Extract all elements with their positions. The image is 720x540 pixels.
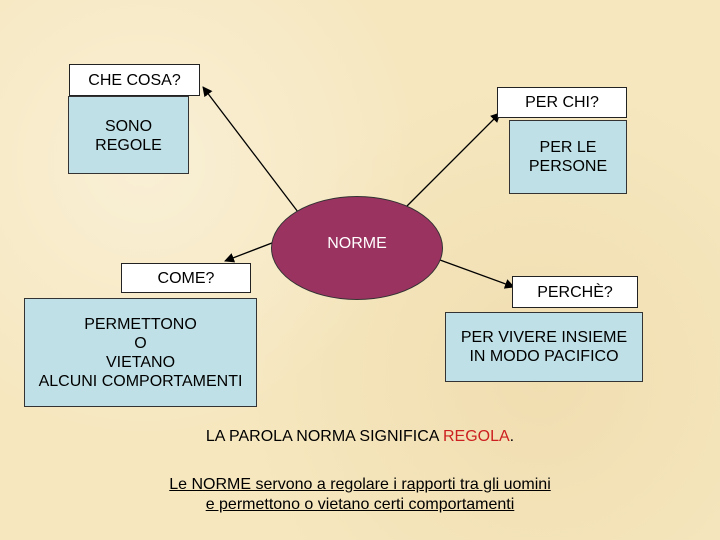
center-ellipse-norme: NORME [271, 196, 443, 300]
statement-prefix: LA PAROLA NORMA SIGNIFICA [205, 428, 443, 445]
who-question-text: PER CHI? [525, 94, 599, 111]
why-answer-line-1: PER VIVERE INSIEME [460, 329, 628, 346]
statement-suffix: . [509, 428, 515, 445]
why-question-text: PERCHÈ? [537, 283, 613, 301]
who-answer-line-2: PERSONE [528, 158, 608, 175]
footnote-line-2: e permettono o vietano certi comportamen… [205, 496, 515, 513]
who-question-box: PER CHI? [497, 87, 627, 118]
how-question-box: COME? [121, 263, 251, 293]
why-answer-line-2: IN MODO PACIFICO [469, 348, 619, 365]
why-answer-box: PER VIVERE INSIEME IN MODO PACIFICO [445, 312, 643, 382]
arrow-to-why [439, 259, 515, 289]
arrow-to-who [404, 112, 501, 209]
how-answer-box: PERMETTONO O VIETANO ALCUNI COMPORTAMENT… [24, 298, 257, 407]
what-answer-box: SONO REGOLE [68, 96, 189, 174]
footnote: Le NORME servono a regolare i rapporti t… [0, 475, 720, 515]
center-label: NORME [327, 235, 387, 252]
how-answer-line-2: O [134, 334, 147, 352]
how-question-text: COME? [157, 269, 215, 287]
what-answer-line-2: REGOLE [95, 137, 162, 154]
what-question-box: CHE COSA? [69, 64, 200, 96]
how-answer-line-1: PERMETTONO [84, 315, 197, 333]
what-question-text: CHE COSA? [88, 71, 181, 89]
how-answer-line-3: VIETANO [105, 353, 176, 371]
definition-statement: LA PAROLA NORMA SIGNIFICA REGOLA. [0, 428, 720, 446]
arrow-to-what [202, 86, 299, 213]
who-answer-line-1: PER LE [539, 139, 597, 156]
how-answer-line-4: ALCUNI COMPORTAMENTI [38, 372, 243, 390]
what-answer-line-1: SONO [104, 118, 153, 135]
why-question-box: PERCHÈ? [512, 276, 638, 308]
statement-highlight: REGOLA [442, 428, 510, 445]
who-answer-box: PER LE PERSONE [509, 120, 627, 194]
footnote-line-1: Le NORME servono a regolare i rapporti t… [169, 476, 551, 493]
